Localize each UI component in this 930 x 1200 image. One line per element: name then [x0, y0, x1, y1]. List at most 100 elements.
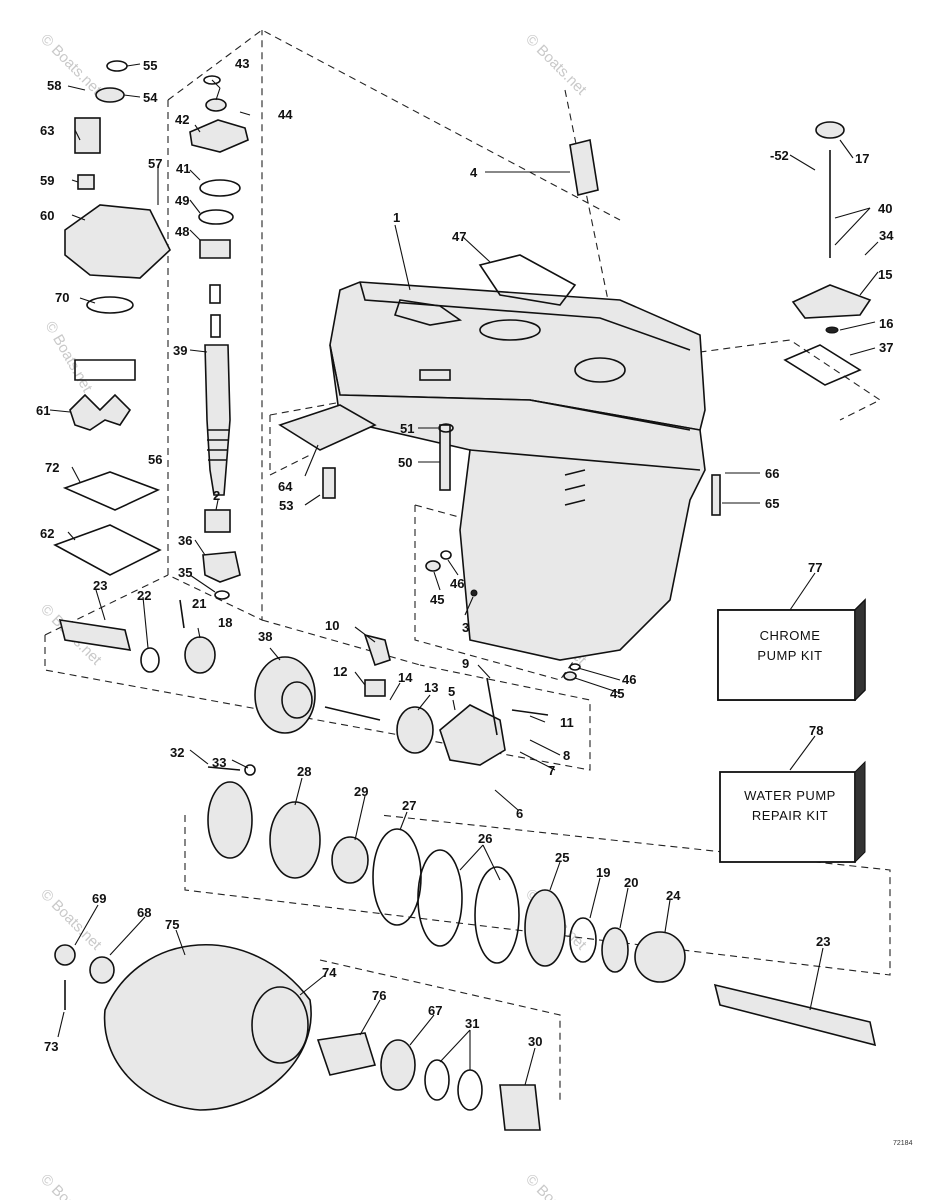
water-pump-assembly	[53, 60, 171, 576]
callout-label: 20	[624, 875, 638, 890]
callout-label: 43	[235, 56, 249, 71]
callout-label: 47	[452, 229, 466, 244]
callout-label: 75	[165, 917, 179, 932]
callout-label: 78	[809, 723, 823, 738]
callout-label: 36	[178, 533, 192, 548]
callout-label: 50	[398, 455, 412, 470]
callout-label: 28	[297, 764, 311, 779]
callout-label: 4	[470, 165, 478, 180]
watermark: © Boats.net	[522, 1171, 590, 1200]
callout-label: 70	[55, 290, 69, 305]
chrome-pump-kit: CHROME PUMP KIT	[717, 598, 866, 702]
callout-label: 3	[462, 620, 469, 635]
callout-label: 15	[878, 267, 892, 282]
callout-label: 12	[333, 664, 347, 679]
callout-label: 66	[765, 466, 779, 481]
driveshaft-assembly	[179, 75, 249, 629]
callout-label: 21	[192, 596, 206, 611]
callout-label: 30	[528, 1034, 542, 1049]
callout-label: 41	[176, 161, 190, 176]
callout-label: 34	[879, 228, 894, 243]
chrome-pump-kit-line2: PUMP KIT	[757, 648, 822, 663]
callout-label: 48	[175, 224, 189, 239]
callout-label: 1	[393, 210, 400, 225]
prop-shaft-gears	[58, 550, 581, 766]
gaskets-and-plate	[278, 254, 721, 516]
callout-label: 76	[372, 988, 386, 1003]
callout-label: 77	[808, 560, 822, 575]
callout-label: 64	[278, 479, 293, 494]
watermark: © Boats.net	[37, 1171, 105, 1200]
callout-label: 46	[450, 576, 464, 591]
leader-lines	[49, 63, 879, 1086]
callout-label: 22	[137, 588, 151, 603]
water-pump-repair-kit-line2: REPAIR KIT	[752, 808, 828, 823]
water-pump-repair-kit-line1: WATER PUMP	[744, 788, 836, 803]
callout-label: 11	[560, 715, 574, 730]
callout-label: 65	[765, 496, 779, 511]
bearing-carrier-assembly	[54, 764, 877, 1131]
callout-label: 74	[322, 965, 337, 980]
water-pump-repair-kit: WATER PUMP REPAIR KIT	[719, 760, 866, 864]
callout-label: 55	[143, 58, 157, 73]
watermark: © Boats.net	[42, 319, 96, 396]
callout-label: 9	[462, 656, 469, 671]
callout-label: 29	[354, 784, 368, 799]
callout-label: 26	[478, 831, 492, 846]
callout-label: 58	[47, 78, 61, 93]
callout-label: 17	[855, 151, 869, 166]
callout-label: 42	[175, 112, 189, 127]
callout-label: 32	[170, 745, 184, 760]
callout-label: 46	[622, 672, 636, 687]
callout-label: 39	[173, 343, 187, 358]
callout-label: 61	[36, 403, 50, 418]
callout-label: 69	[92, 891, 106, 906]
callout-label: 23	[816, 934, 830, 949]
callout-label: 54	[143, 90, 158, 105]
callout-label: 45	[430, 592, 444, 607]
callout-label: 37	[879, 340, 893, 355]
callout-label: 31	[465, 1016, 479, 1031]
callout-label: 59	[40, 173, 54, 188]
figure-number: 72184	[893, 1140, 913, 1147]
callout-label: 10	[325, 618, 339, 633]
callout-label: 60	[40, 208, 54, 223]
callout-label: 72	[45, 460, 59, 475]
callout-label: 24	[666, 888, 681, 903]
chrome-pump-kit-line1: CHROME	[760, 628, 821, 643]
callout-labels: 1 2 3 4 5 6 7 8 9 10 11 12 13 14 15 16 1…	[36, 56, 894, 1054]
callout-label: 2	[213, 488, 220, 503]
callout-label: 40	[878, 201, 892, 216]
callout-label: 23	[93, 578, 107, 593]
callout-label: 73	[44, 1039, 58, 1054]
callout-label: 6	[516, 806, 523, 821]
callout-label: 38	[258, 629, 272, 644]
callout-label: -52	[770, 148, 789, 163]
callout-label: 35	[178, 565, 192, 580]
callout-label: 56	[148, 452, 162, 467]
callout-label: 63	[40, 123, 54, 138]
callout-label: 27	[402, 798, 416, 813]
callout-label: 67	[428, 1003, 442, 1018]
callout-label: 62	[40, 526, 54, 541]
callout-label: 49	[175, 193, 189, 208]
callout-label: 19	[596, 865, 610, 880]
callout-label: 13	[424, 680, 438, 695]
callout-label: 57	[148, 156, 162, 171]
callout-label: 7	[548, 763, 555, 778]
callout-label: 68	[137, 905, 151, 920]
callout-label: 16	[879, 316, 893, 331]
shift-rod-assembly	[569, 121, 872, 386]
watermark: © Boats.net	[522, 31, 590, 99]
callout-label: 14	[398, 670, 413, 685]
callout-label: 18	[218, 615, 232, 630]
callout-label: 33	[212, 755, 226, 770]
callout-label: 8	[563, 748, 570, 763]
callout-label: 51	[400, 421, 414, 436]
callout-label: 25	[555, 850, 569, 865]
callout-label: 5	[448, 684, 455, 699]
callout-label: 44	[278, 107, 293, 122]
callout-label: 53	[279, 498, 293, 513]
gearcase-housing	[329, 281, 706, 661]
